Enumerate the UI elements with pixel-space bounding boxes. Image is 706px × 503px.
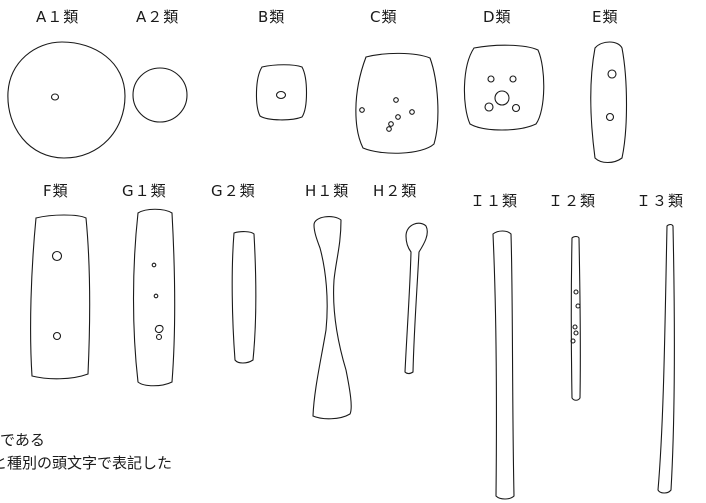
shape-f [30, 214, 91, 380]
label-f: F類 [43, 182, 69, 200]
shape-i1 [492, 230, 515, 500]
shape-i3 [657, 223, 675, 494]
shape-e [590, 41, 628, 164]
shape-a1 [7, 41, 126, 159]
label-e: E類 [592, 8, 619, 26]
label-h1: H１類 [305, 182, 350, 200]
shape-i2 [570, 235, 581, 401]
label-c: C類 [370, 8, 398, 26]
label-h2: H２類 [373, 182, 418, 200]
shape-g1 [132, 208, 176, 387]
note-line-2: と種別の頭文字で表記した [0, 454, 173, 472]
label-i1: Ｉ１類 [470, 192, 519, 210]
label-g1: G１類 [122, 182, 167, 200]
shape-d [463, 44, 545, 131]
shape-h2 [404, 222, 428, 375]
label-i3: Ｉ３類 [636, 192, 685, 210]
label-g2: G２類 [211, 182, 256, 200]
note-line-1: である [0, 431, 45, 449]
label-b: B類 [258, 8, 286, 26]
shape-b [255, 64, 308, 121]
label-a2: A２類 [136, 8, 180, 26]
label-a1: A１類 [36, 8, 80, 26]
shape-c [355, 52, 439, 154]
shape-g2 [231, 231, 257, 364]
label-i2: Ｉ２類 [548, 192, 597, 210]
shape-a2 [132, 67, 188, 123]
shape-h1 [312, 216, 352, 420]
label-d: D類 [483, 8, 512, 26]
